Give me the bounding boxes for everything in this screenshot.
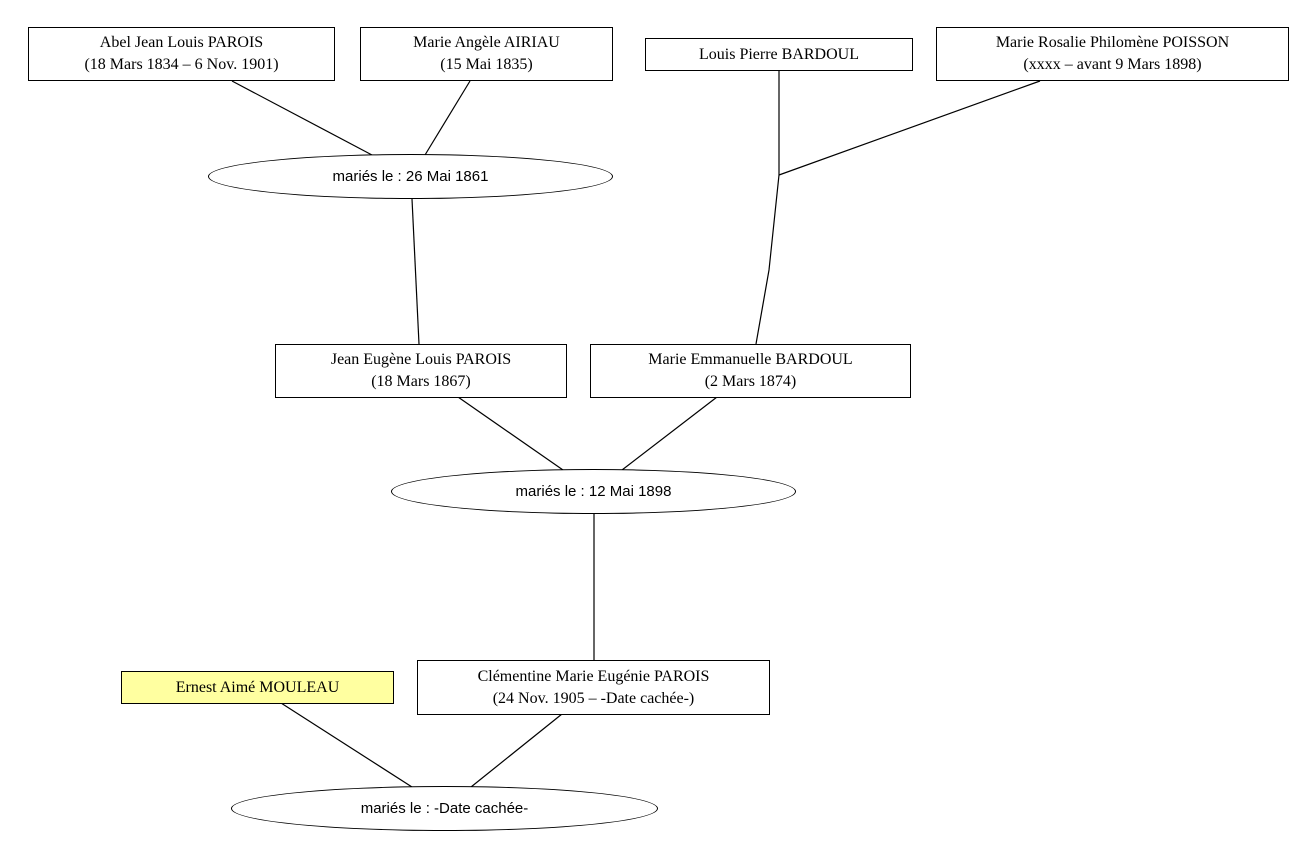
person-box-louis-bardoul[interactable]: Louis Pierre BARDOUL [645, 38, 913, 71]
marriage-label: mariés le : -Date cachée- [360, 800, 529, 817]
person-dates: (18 Mars 1834 – 6 Nov. 1901) [84, 56, 279, 73]
person-name: Ernest Aimé MOULEAU [175, 678, 340, 696]
person-box-emmanuelle-bardoul[interactable]: Marie Emmanuelle BARDOUL (2 Mars 1874) [590, 344, 911, 398]
person-box-rosalie-poisson[interactable]: Marie Rosalie Philomène POISSON (xxxx – … [936, 27, 1289, 81]
connector-line [411, 198, 420, 345]
person-dates: (xxxx – avant 9 Mars 1898) [1023, 56, 1202, 73]
person-box-ernest-mouleau[interactable]: Ernest Aimé MOULEAU [121, 671, 394, 704]
person-name: Abel Jean Louis PAROIS [99, 34, 264, 51]
connector-line [778, 80, 1041, 176]
person-dates: (15 Mai 1835) [440, 56, 533, 73]
person-box-abel-parois[interactable]: Abel Jean Louis PAROIS (18 Mars 1834 – 6… [28, 27, 335, 81]
marriage-oval-1898[interactable]: mariés le : 12 Mai 1898 [391, 469, 796, 514]
connector-line [470, 713, 563, 788]
marriage-oval-hidden-date[interactable]: mariés le : -Date cachée- [231, 786, 658, 831]
connector-line [457, 396, 564, 471]
connector-line [621, 396, 718, 471]
person-name: Jean Eugène Louis PAROIS [330, 351, 512, 368]
person-box-clementine-parois[interactable]: Clémentine Marie Eugénie PAROIS (24 Nov.… [417, 660, 770, 715]
person-dates: (18 Mars 1867) [371, 373, 471, 390]
person-box-jean-parois[interactable]: Jean Eugène Louis PAROIS (18 Mars 1867) [275, 344, 567, 398]
connector-line [231, 80, 373, 156]
marriage-oval-1861[interactable]: mariés le : 26 Mai 1861 [208, 154, 613, 199]
person-name: Louis Pierre BARDOUL [699, 45, 859, 63]
connector-line [424, 80, 471, 156]
person-name: Marie Rosalie Philomène POISSON [995, 34, 1230, 51]
person-dates: (2 Mars 1874) [704, 373, 797, 390]
person-name: Marie Angèle AIRIAU [413, 34, 560, 51]
marriage-label: mariés le : 26 Mai 1861 [332, 168, 489, 185]
person-name: Clémentine Marie Eugénie PAROIS [477, 667, 710, 685]
person-name: Marie Emmanuelle BARDOUL [648, 351, 853, 368]
person-dates: (24 Nov. 1905 – -Date cachée-) [492, 689, 695, 707]
person-box-angele-airiau[interactable]: Marie Angèle AIRIAU (15 Mai 1835) [360, 27, 613, 81]
connector-line [280, 702, 413, 788]
connector-line [755, 71, 780, 345]
marriage-label: mariés le : 12 Mai 1898 [515, 483, 672, 500]
